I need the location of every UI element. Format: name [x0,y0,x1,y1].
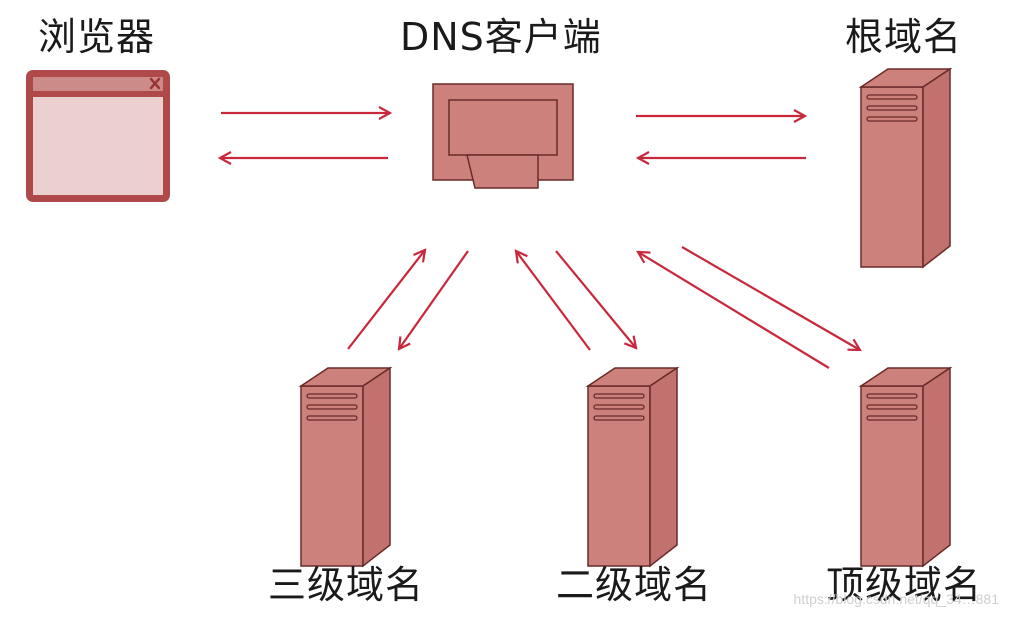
arrow-dns-to-third [399,250,469,349]
browser-close-icon [149,77,161,90]
browser-label: 浏览器 [38,15,156,59]
arrow-top-to-dns [638,252,830,369]
top-level-domain-server-icon [860,367,951,567]
third-level-domain-label: 三级域名 [268,563,425,607]
arrow-third-to-dns [347,250,425,350]
second-level-domain-server-icon [587,367,678,567]
arrow-second-to-dns [516,251,591,351]
top-level-domain-label: 顶级域名 [826,563,983,607]
root-domain-label: 根域名 [845,15,963,59]
second-level-domain-label: 二级域名 [556,563,713,607]
dns-client-monitor-icon [432,83,574,189]
browser-window-icon [26,70,170,202]
arrow-dns-to-top [681,246,860,350]
third-level-domain-server-icon [300,367,391,567]
arrow-dns-to-second [555,250,636,348]
dns-client-label: DNS客户端 [400,15,602,59]
watermark-text: https://blog.csdn.net/qq_34…881 [793,591,999,607]
root-domain-server-icon [860,68,951,268]
